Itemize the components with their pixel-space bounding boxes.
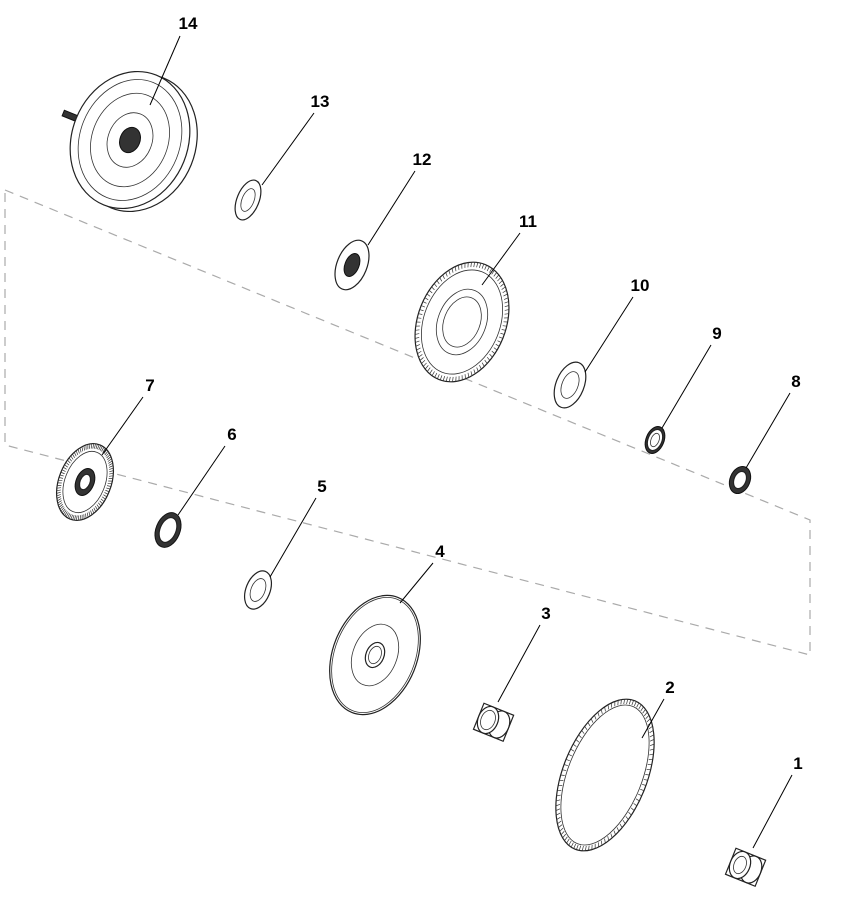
part-ring — [732, 470, 748, 490]
part-ring — [240, 188, 256, 212]
callout-5: 5 — [317, 477, 326, 496]
part-ring — [350, 623, 400, 687]
part-ring — [555, 698, 655, 852]
part-ring — [62, 450, 108, 514]
callout-14: 14 — [179, 14, 198, 33]
part-9 — [644, 426, 666, 454]
part-ring — [106, 112, 154, 168]
part-10 — [553, 361, 587, 409]
callout-7: 7 — [145, 376, 154, 395]
part-ring — [442, 296, 482, 348]
callout-4: 4 — [435, 542, 445, 561]
callout-9: 9 — [712, 324, 721, 343]
leader-line-11 — [481, 232, 521, 286]
part-13 — [234, 179, 262, 221]
part-4 — [329, 594, 421, 716]
callout-8: 8 — [791, 372, 800, 391]
part-ring — [553, 361, 587, 409]
callout-13: 13 — [311, 92, 330, 111]
leader-line-1 — [752, 774, 793, 849]
callout-12: 12 — [413, 150, 432, 169]
part-1 — [724, 847, 767, 888]
part-ring — [560, 704, 650, 846]
leader-line-7 — [101, 396, 144, 456]
leader-line-9 — [661, 344, 712, 429]
callout-11: 11 — [519, 212, 537, 231]
part-ring — [733, 855, 747, 875]
part-8 — [728, 465, 752, 495]
callout-3: 3 — [541, 604, 550, 623]
part-teeth — [555, 699, 655, 851]
leader-line-6 — [177, 445, 226, 516]
part-ring — [476, 705, 500, 735]
leader-line-10 — [584, 296, 634, 373]
part-ring — [243, 570, 273, 610]
part-ring — [158, 516, 178, 544]
leader-line-12 — [367, 170, 416, 246]
part-ring — [420, 269, 504, 375]
part-5 — [243, 570, 273, 610]
part-teeth — [414, 262, 510, 382]
leader-line-2 — [641, 698, 665, 739]
part-ring — [368, 645, 382, 665]
callout-1: 1 — [793, 754, 802, 773]
part-ring — [119, 126, 141, 154]
leader-line-13 — [261, 112, 315, 186]
part-ring — [90, 92, 170, 188]
leader-line-4 — [399, 562, 434, 604]
leader-line-3 — [497, 624, 541, 703]
part-14 — [61, 70, 198, 213]
leader-line-8 — [745, 392, 791, 469]
part-2 — [555, 698, 655, 852]
leader-line-14 — [149, 35, 181, 106]
part-ring — [347, 257, 357, 273]
part-ring — [435, 288, 489, 356]
callout-6: 6 — [227, 425, 236, 444]
part-ring — [234, 179, 262, 221]
part-ring — [480, 709, 496, 731]
part-teeth — [56, 443, 114, 521]
part-ring — [331, 596, 419, 714]
part-ring — [78, 473, 92, 491]
callout-2: 2 — [665, 678, 674, 697]
subassembly-boundary — [4, 189, 811, 656]
part-ring — [77, 79, 183, 201]
part-ring — [249, 578, 267, 602]
part-7 — [56, 443, 114, 521]
part-6 — [154, 512, 182, 548]
part-ring — [364, 641, 386, 669]
part-ring — [650, 432, 660, 448]
part-3 — [472, 702, 515, 743]
callout-10: 10 — [631, 276, 650, 295]
part-ring — [560, 371, 580, 399]
part-11 — [414, 261, 510, 383]
part-12 — [334, 239, 370, 291]
leader-line-5 — [269, 497, 317, 578]
